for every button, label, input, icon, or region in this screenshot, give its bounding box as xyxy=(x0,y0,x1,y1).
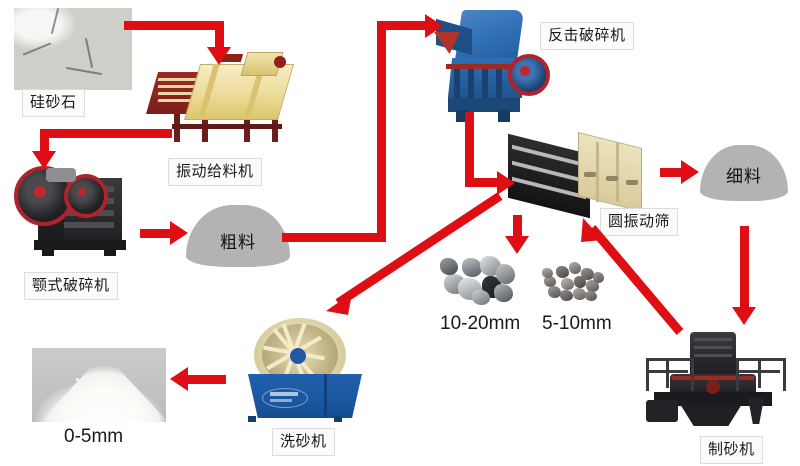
arrow-fine-to-maker-head xyxy=(732,307,756,325)
arrow-washer-to-sand-shaft xyxy=(186,375,226,384)
gravel-large-label: 10-20mm xyxy=(440,313,521,334)
raw-material-photo xyxy=(14,8,132,90)
arrow-jaw-to-coarse-shaft xyxy=(140,229,172,238)
arrow-screen-to-gravel-shaft xyxy=(513,215,522,239)
impact-crusher-label: 反击破碎机 xyxy=(540,22,634,50)
arrow-coarse-to-impact-vertical xyxy=(377,21,386,233)
arrow-raw-to-feeder-vertical xyxy=(215,21,224,49)
arrow-fine-to-maker-shaft xyxy=(740,226,749,310)
impact-crusher-machine xyxy=(430,6,550,128)
gravel-large-photo xyxy=(438,252,518,306)
vibrating-feeder-machine xyxy=(145,52,295,142)
arrow-raw-to-feeder-head xyxy=(207,47,231,65)
arrow-coarse-to-impact-horizontal-lower xyxy=(282,233,386,242)
gravel-small-label: 5-10mm xyxy=(542,313,612,334)
arrow-feeder-to-jaw-head xyxy=(32,151,56,169)
arrow-screen-to-gravel-head xyxy=(505,236,529,254)
arrow-impact-to-screen-head xyxy=(497,171,515,195)
vibrating-screen-label: 圆振动筛 xyxy=(600,208,679,236)
sand-washer-machine xyxy=(236,318,366,422)
arrow-impact-to-screen-vertical xyxy=(465,112,474,178)
arrow-screen-to-fine-shaft xyxy=(660,168,684,177)
coarse-material-pile: 粗料 xyxy=(186,205,290,267)
vibrating-feeder-label: 振动给料机 xyxy=(168,158,262,186)
arrow-coarse-to-impact-horizontal-upper xyxy=(377,21,429,30)
arrow-feeder-to-jaw-horizontal xyxy=(40,129,172,138)
jaw-crusher-label: 颚式破碎机 xyxy=(24,272,118,300)
jaw-crusher-machine xyxy=(8,160,136,260)
coarse-material-label: 粗料 xyxy=(220,233,256,253)
vibrating-screen-machine xyxy=(508,132,648,220)
arrow-feeder-to-jaw-vertical xyxy=(40,129,49,153)
arrow-coarse-to-impact-head xyxy=(425,14,443,38)
gravel-small-photo xyxy=(540,258,606,304)
fine-material-label: 细料 xyxy=(726,167,762,187)
sand-washer-label: 洗砂机 xyxy=(272,428,335,456)
arrow-raw-to-feeder-horizontal xyxy=(124,21,224,30)
finished-sand-label: 0-5mm xyxy=(64,426,124,447)
sand-maker-label: 制砂机 xyxy=(700,436,763,464)
arrow-impact-to-screen-horizontal xyxy=(465,178,501,187)
finished-sand-photo xyxy=(32,348,166,422)
sand-maker-machine xyxy=(636,330,786,434)
fine-material-pile: 细料 xyxy=(700,145,788,201)
arrow-jaw-to-coarse-head xyxy=(170,221,188,245)
arrow-washer-to-sand-head xyxy=(170,367,188,391)
raw-material-label: 硅砂石 xyxy=(22,89,85,117)
arrow-screen-to-fine-head xyxy=(681,160,699,184)
